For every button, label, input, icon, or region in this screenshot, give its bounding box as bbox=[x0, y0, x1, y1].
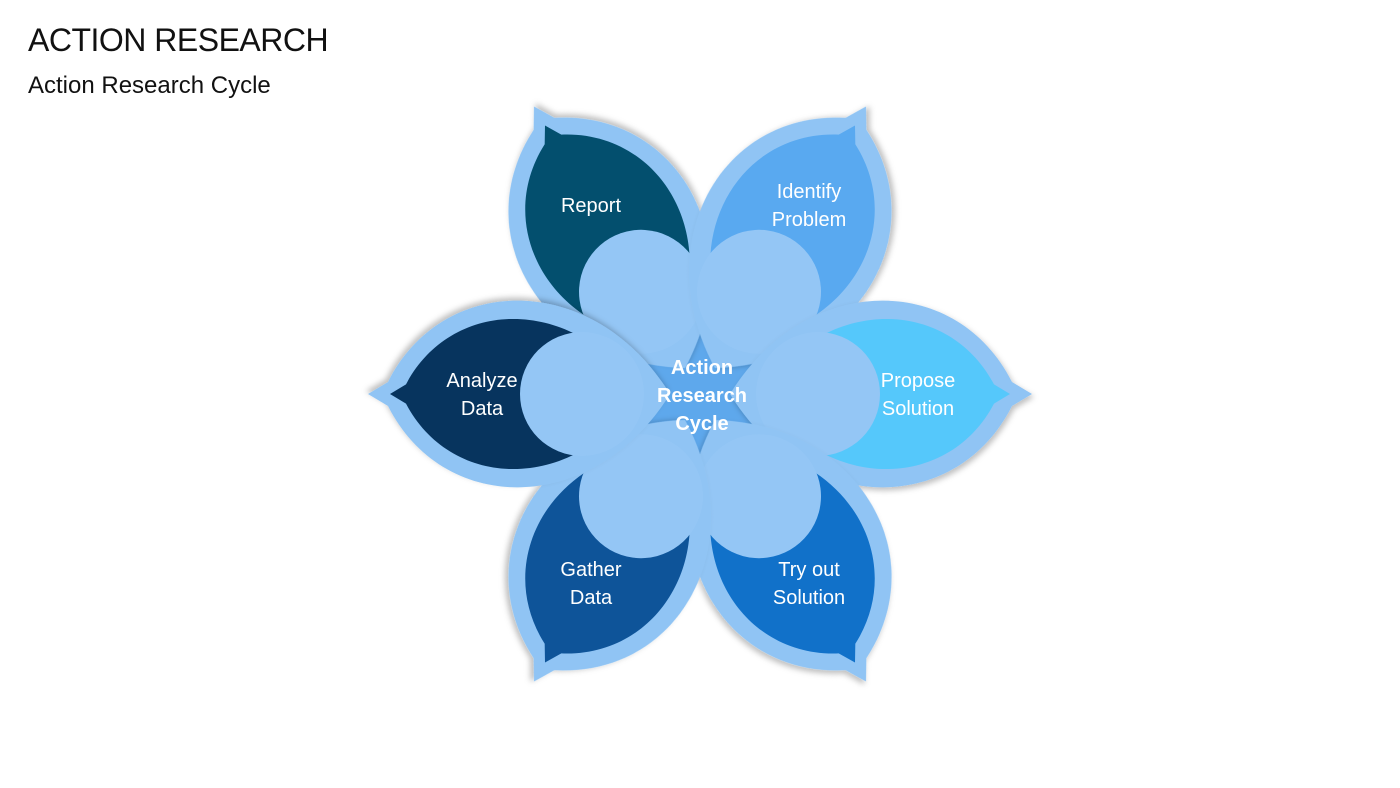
petal-inner-circle bbox=[697, 434, 821, 559]
petal-label-gather-data-1: Gather bbox=[560, 559, 621, 581]
petal-label-report-1: Report bbox=[561, 195, 621, 217]
slide-subtitle: Action Research Cycle bbox=[28, 72, 271, 99]
petal-inner-circle bbox=[520, 332, 644, 456]
petal-label-try-out-solution-1: Try out bbox=[778, 559, 840, 581]
petal-propose-solution bbox=[730, 300, 1032, 488]
petal-label-propose-solution-1: Propose bbox=[881, 370, 956, 392]
petal-inner-circle bbox=[756, 332, 880, 456]
petal-try-out-solution bbox=[689, 419, 892, 682]
center-label-line-3: Cycle bbox=[675, 413, 728, 435]
petal-label-gather-data-2: Data bbox=[570, 587, 613, 609]
petal-identify-problem bbox=[689, 106, 892, 369]
slide-title: ACTION RESEARCH bbox=[28, 22, 329, 58]
center-label-line-2: Research bbox=[657, 385, 747, 407]
petal-inner-circle bbox=[579, 434, 703, 559]
center-label-line-1: Action bbox=[671, 357, 733, 379]
petal-inner-circle bbox=[579, 229, 703, 354]
petal-label-analyze-data-1: Analyze bbox=[446, 370, 517, 392]
petal-report bbox=[508, 106, 711, 369]
petal-gather-data bbox=[508, 419, 711, 682]
petal-label-propose-solution-2: Solution bbox=[882, 398, 954, 420]
petal-label-try-out-solution-2: Solution bbox=[773, 587, 845, 609]
petal-label-identify-problem-1: Identify bbox=[777, 181, 841, 203]
petal-label-identify-problem-2: Problem bbox=[772, 209, 846, 231]
petal-inner-circle bbox=[697, 229, 821, 354]
petal-analyze-data bbox=[368, 300, 670, 488]
petal-label-analyze-data-2: Data bbox=[461, 398, 504, 420]
